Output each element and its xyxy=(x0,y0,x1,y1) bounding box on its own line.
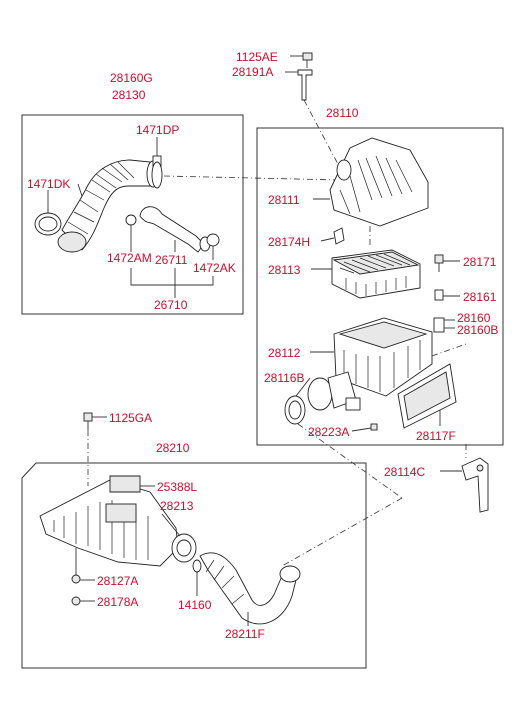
label-1472am: 1472AM xyxy=(107,251,152,265)
label-28114c: 28114C xyxy=(384,465,425,479)
breather-hose-26711-icon xyxy=(139,206,211,253)
label-28210: 28210 xyxy=(156,441,190,455)
intake-hose-icon xyxy=(57,159,160,253)
hose-clamp-1471dk-icon xyxy=(34,212,62,236)
label-28191a: 28191A xyxy=(232,65,273,79)
nut-28127a-icon xyxy=(71,574,81,584)
clip-28174h-icon xyxy=(333,227,345,245)
label-25388l: 25388L xyxy=(157,480,197,494)
bolt-28223a-icon xyxy=(370,423,378,431)
grommet-28161-icon xyxy=(434,289,444,301)
nut-28178a-icon xyxy=(71,596,81,606)
label-28117f: 28117F xyxy=(416,429,456,443)
bracket-28117f-icon xyxy=(397,363,457,429)
label-1472ak: 1472AK xyxy=(193,261,236,275)
label-14160: 14160 xyxy=(178,598,212,612)
label-28174h: 28174H xyxy=(268,235,310,249)
label-28130: 28130 xyxy=(112,88,146,102)
air-cleaner-body-icon xyxy=(307,317,433,411)
mount-rubber-28160-icon xyxy=(433,317,445,333)
clamp-14160-icon xyxy=(192,559,202,573)
label-plate-25388l-icon xyxy=(109,475,141,493)
label-28160: 28160 xyxy=(457,311,491,325)
label-28113: 28113 xyxy=(268,263,301,277)
resonator-28213-icon xyxy=(171,533,197,563)
label-28211f: 28211F xyxy=(225,627,265,641)
label-28160g: 28160G xyxy=(110,71,153,85)
label-28161: 28161 xyxy=(463,290,497,304)
bolt-1125ga-icon xyxy=(83,412,93,430)
label-28112: 28112 xyxy=(268,346,301,360)
label-28127a: 28127A xyxy=(97,574,138,588)
label-28111: 28111 xyxy=(268,193,300,207)
air-cleaner-group-frame xyxy=(256,127,504,446)
clamp-1472ak-icon xyxy=(206,233,220,247)
intake-hose-28211f-icon xyxy=(199,552,301,625)
label-1471dk: 1471DK xyxy=(27,177,70,191)
intake-hose-group-frame xyxy=(21,114,244,315)
bracket-28114c-icon xyxy=(461,457,489,513)
seal-28116b-icon xyxy=(284,395,306,425)
clamp-1472am-icon xyxy=(125,214,137,226)
label-1471dp: 1471DP xyxy=(136,123,179,137)
hose-clamp-1471dp-icon xyxy=(151,155,163,189)
bracket-28191a-icon xyxy=(297,69,313,101)
label-28110: 28110 xyxy=(326,106,359,120)
label-28178a: 28178A xyxy=(97,595,138,609)
air-filter-element-icon xyxy=(331,249,421,299)
label-26710: 26710 xyxy=(154,298,188,312)
label-1125ga: 1125GA xyxy=(109,411,152,425)
duct-group-frame xyxy=(21,462,367,669)
air-cleaner-cover-icon xyxy=(329,137,429,227)
label-28223a: 28223A xyxy=(308,425,349,439)
label-26711: 26711 xyxy=(155,253,188,267)
bolt-1125ae-icon xyxy=(302,52,313,68)
label-28160b: 28160B xyxy=(457,323,498,337)
label-1125ae: 1125AE xyxy=(236,50,278,64)
label-28116b: 28116B xyxy=(264,371,304,385)
label-28171: 28171 xyxy=(463,255,497,269)
bolt-28171-icon xyxy=(434,254,444,272)
label-28213: 28213 xyxy=(160,499,194,513)
